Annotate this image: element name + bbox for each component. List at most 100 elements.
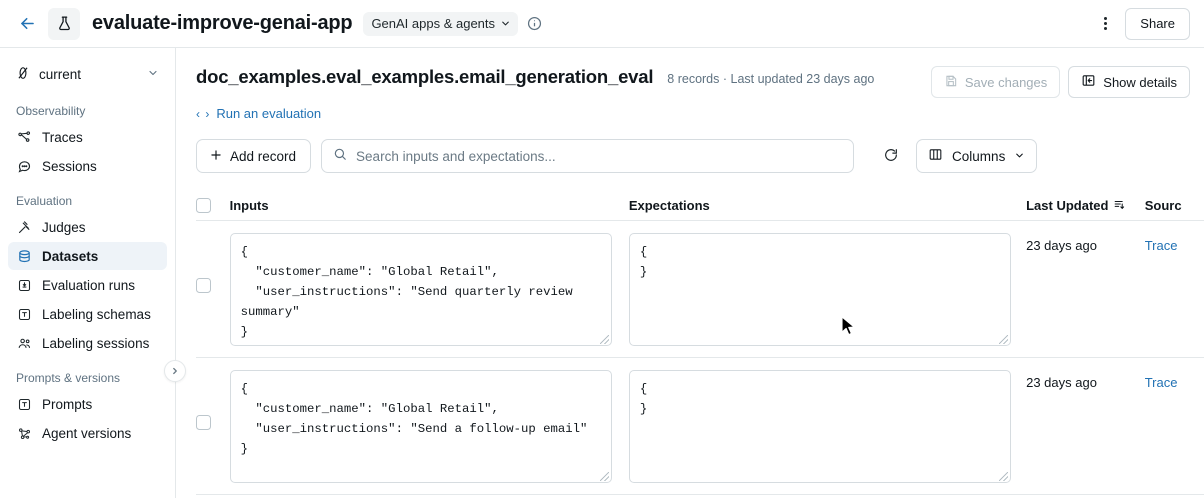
column-header-expectations[interactable]: Expectations bbox=[628, 198, 710, 213]
cell-source-trace-link[interactable]: Trace bbox=[1144, 238, 1178, 253]
people-icon bbox=[16, 336, 32, 351]
expectations-textarea[interactable]: { } bbox=[628, 233, 1011, 346]
columns-label: Columns bbox=[952, 148, 1006, 164]
row-checkbox[interactable] bbox=[196, 415, 211, 430]
row-select-cell bbox=[196, 233, 230, 293]
row-select-cell bbox=[196, 370, 230, 430]
sort-descending-icon bbox=[1113, 198, 1126, 214]
code-brackets-icon: ‹ › bbox=[196, 106, 211, 121]
inputs-textarea[interactable]: { "customer_name": "Global Retail", "use… bbox=[229, 370, 612, 483]
panel-right-icon bbox=[1081, 73, 1096, 91]
main-content: doc_examples.eval_examples.email_generat… bbox=[176, 48, 1204, 498]
sidebar-item-label: Evaluation runs bbox=[42, 277, 136, 293]
column-header-inputs[interactable]: Inputs bbox=[229, 198, 269, 213]
sidebar-item-label: Prompts bbox=[42, 396, 93, 412]
dataset-title: doc_examples.eval_examples.email_generat… bbox=[196, 66, 654, 87]
more-vertical-icon[interactable] bbox=[1091, 9, 1119, 39]
column-header-source[interactable]: Sourc bbox=[1144, 198, 1182, 213]
table-header-row: Inputs Expectations Last Updated Sourc bbox=[196, 191, 1204, 221]
table-row[interactable]: { "customer_name": "Global Retail", "use… bbox=[196, 221, 1204, 358]
row-checkbox[interactable] bbox=[196, 278, 211, 293]
sidebar-item-label: Sessions bbox=[42, 158, 97, 174]
cell-inputs: { "customer_name": "Global Retail", "use… bbox=[229, 370, 629, 483]
resize-grip-icon[interactable] bbox=[998, 335, 1008, 344]
nav-group-label-evaluation: Evaluation bbox=[16, 194, 73, 208]
chevron-down-icon bbox=[1014, 149, 1025, 164]
cell-last-updated: 23 days ago bbox=[1026, 375, 1097, 390]
resize-grip-icon[interactable] bbox=[599, 335, 609, 344]
eval-runs-icon bbox=[16, 278, 32, 293]
sidebar-item-label: Labeling sessions bbox=[42, 335, 150, 351]
chevron-down-icon bbox=[502, 21, 509, 26]
sidebar-item-label: Agent versions bbox=[42, 425, 132, 441]
search-box[interactable] bbox=[321, 139, 855, 173]
search-input[interactable] bbox=[356, 148, 843, 164]
share-button[interactable]: Share bbox=[1125, 7, 1190, 40]
back-button[interactable] bbox=[10, 7, 44, 41]
refresh-button[interactable] bbox=[876, 141, 906, 171]
show-details-label: Show details bbox=[1103, 74, 1177, 90]
cell-source-trace-link[interactable]: Trace bbox=[1144, 375, 1178, 390]
sidebar-item-labeling-schemas[interactable]: Labeling schemas bbox=[8, 300, 167, 328]
sidebar-item-agent-versions[interactable]: Agent versions bbox=[8, 419, 167, 447]
records-table: Inputs Expectations Last Updated Sourc bbox=[196, 191, 1204, 498]
cell-last-updated: 23 days ago bbox=[1026, 238, 1097, 253]
traces-icon bbox=[16, 130, 32, 145]
cell-expectations: { } bbox=[628, 370, 1026, 483]
dataset-header-actions: Save changes Show details bbox=[930, 66, 1190, 98]
records-toolbar: Add record Column bbox=[196, 139, 1204, 173]
sidebar-item-labeling-sessions[interactable]: Labeling sessions bbox=[8, 329, 167, 357]
table-row[interactable]: { "customer_name": "Global Retail", "use… bbox=[196, 358, 1204, 495]
sidebar-item-label: Judges bbox=[42, 219, 86, 235]
sidebar: current Observability Traces Sessions bbox=[0, 48, 186, 498]
chat-bubble-icon bbox=[16, 159, 32, 174]
sidebar-item-label: Traces bbox=[42, 129, 83, 145]
app-body: current Observability Traces Sessions bbox=[0, 48, 1204, 498]
inputs-textarea[interactable]: { "customer_name": "Global Retail", "use… bbox=[229, 233, 612, 346]
page-title: evaluate-improve-genai-app bbox=[92, 12, 353, 34]
sidebar-item-traces[interactable]: Traces bbox=[8, 123, 167, 151]
workspace-selector[interactable]: current bbox=[8, 58, 167, 90]
plus-icon bbox=[209, 148, 223, 165]
nav-group-label-observability: Observability bbox=[16, 104, 86, 118]
add-record-button[interactable]: Add record bbox=[196, 139, 312, 173]
columns-icon bbox=[928, 147, 943, 165]
sidebar-item-datasets[interactable]: Datasets bbox=[8, 242, 167, 270]
select-all-checkbox[interactable] bbox=[196, 198, 211, 213]
resize-grip-icon[interactable] bbox=[998, 472, 1008, 481]
sidebar-item-label: Datasets bbox=[42, 248, 99, 264]
cell-expectations: { } bbox=[628, 233, 1026, 346]
save-changes-button[interactable]: Save changes bbox=[930, 66, 1061, 98]
search-icon bbox=[333, 147, 347, 166]
resize-grip-icon[interactable] bbox=[599, 472, 609, 481]
graph-nodes-icon bbox=[16, 426, 32, 441]
run-evaluation-row[interactable]: ‹ › Run an evaluation bbox=[196, 106, 1204, 121]
sidebar-item-evaluation-runs[interactable]: Evaluation runs bbox=[8, 271, 167, 299]
database-icon bbox=[16, 249, 32, 264]
top-bar: evaluate-improve-genai-app GenAI apps & … bbox=[0, 0, 1204, 48]
text-box-icon bbox=[16, 307, 32, 322]
dataset-meta: 8 records · Last updated 23 days ago bbox=[667, 72, 875, 86]
nav-group-label-prompts: Prompts & versions bbox=[16, 371, 121, 385]
sidebar-item-judges[interactable]: Judges bbox=[8, 213, 167, 241]
gavel-icon bbox=[16, 220, 32, 235]
sidebar-item-label: Labeling schemas bbox=[42, 306, 151, 322]
sidebar-collapse-toggle[interactable] bbox=[164, 360, 186, 382]
chevron-right-icon bbox=[173, 367, 177, 375]
run-evaluation-link[interactable]: Run an evaluation bbox=[216, 106, 322, 121]
column-header-last-updated[interactable]: Last Updated bbox=[1026, 198, 1145, 214]
expectations-textarea[interactable]: { } bbox=[628, 370, 1011, 483]
sidebar-item-sessions[interactable]: Sessions bbox=[8, 152, 167, 180]
badge-label: GenAI apps & agents bbox=[371, 16, 496, 31]
refresh-icon bbox=[883, 147, 899, 166]
flask-icon bbox=[48, 7, 80, 40]
chevron-down-icon bbox=[147, 67, 159, 82]
product-selector-badge[interactable]: GenAI apps & agents bbox=[363, 11, 519, 36]
dataset-header: doc_examples.eval_examples.email_generat… bbox=[196, 48, 1204, 98]
show-details-button[interactable]: Show details bbox=[1068, 66, 1190, 98]
info-icon[interactable] bbox=[527, 16, 542, 31]
columns-button[interactable]: Columns bbox=[916, 139, 1038, 173]
sidebar-item-prompts[interactable]: Prompts bbox=[8, 390, 167, 418]
save-icon bbox=[944, 74, 958, 91]
